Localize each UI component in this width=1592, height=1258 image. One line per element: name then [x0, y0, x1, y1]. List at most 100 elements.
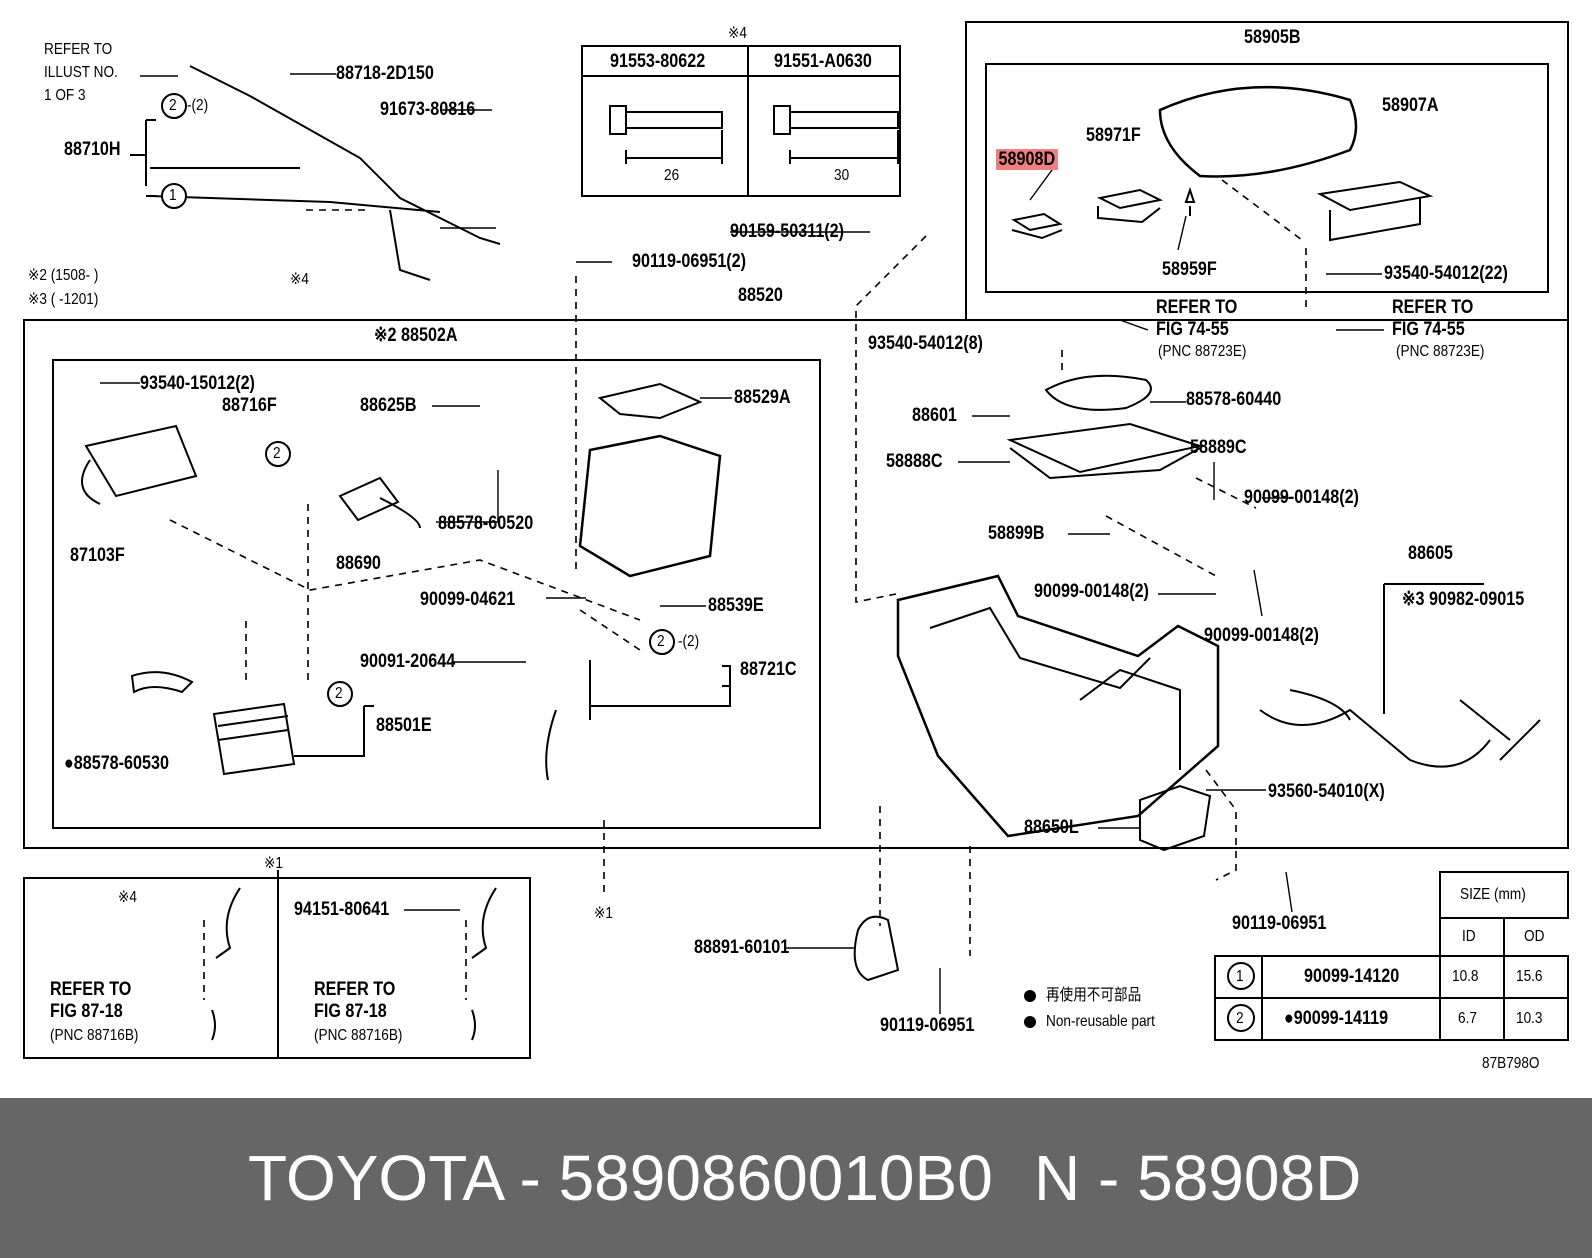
bolt-box [581, 45, 901, 197]
range-note: ※2 (1508- ) [28, 267, 99, 284]
part-label: 58905B [1244, 27, 1301, 48]
refer-note: FIG 87-18 [50, 1001, 123, 1022]
legend-jp: 再使用不可部品 [1046, 987, 1142, 1004]
mark-label: ※1 [594, 905, 613, 922]
part-label: 88690 [336, 553, 381, 574]
part-label: 88501E [376, 715, 432, 736]
part-label: 88605 [1408, 543, 1453, 564]
part-label: ※2 88502A [374, 325, 458, 346]
part-label: ●88578-60530 [64, 753, 169, 774]
refer-note: REFER TO [1156, 297, 1238, 318]
footer-brand-part-number: TOYOTA - 5890860010B0 [248, 1142, 993, 1214]
inner-frame-88502A [52, 359, 821, 829]
circle-num-2: 2 [169, 97, 177, 114]
part-label: 58959F [1162, 259, 1217, 280]
part-label: 91673-80816 [380, 99, 476, 120]
part-label: 88891-60101 [694, 937, 790, 958]
size-table-title: SIZE (mm) [1460, 886, 1526, 903]
part-label: 88529A [734, 387, 791, 408]
part-label: 91551-A0630 [774, 51, 872, 72]
part-label: 88625B [360, 395, 417, 416]
refer-note: REFER TO [50, 979, 132, 1000]
mark-label: ※1 [264, 855, 283, 872]
part-label: 58889C [1190, 437, 1247, 458]
part-label: 88578-60440 [1186, 389, 1282, 410]
dimension-label: 26 [664, 167, 680, 184]
part-label: 88716F [222, 395, 277, 416]
part-label: 90119-06951(2) [632, 251, 747, 272]
sub-box-right [277, 877, 531, 1059]
part-label: 58899B [988, 523, 1045, 544]
circle-num-2: 2 [657, 633, 665, 650]
refer-note: REFER TO [1392, 297, 1474, 318]
parts-diagram: 2 -(2) 1 2 2 2 -(2) REFER TO ILLUST NO. … [23, 21, 1569, 1072]
part-label: 87103F [70, 545, 125, 566]
part-label: 93560-54010(X) [1268, 781, 1385, 802]
highlighted-part-label[interactable]: 58908D [996, 149, 1058, 170]
part-label: 88721C [740, 659, 797, 680]
part-label: 90091-20644 [360, 651, 456, 672]
part-label: 93540-54012(8) [868, 333, 983, 354]
part-label: 90119-06951 [1232, 913, 1327, 934]
mark-label: ※4 [290, 271, 309, 288]
part-label: 91553-80622 [610, 51, 706, 72]
circle-num-2: 2 [273, 445, 281, 462]
part-label: 88650L [1024, 817, 1079, 838]
refer-note: REFER TO [314, 979, 396, 1000]
part-label: 90099-04621 [420, 589, 516, 610]
refer-note: REFER TO [44, 41, 113, 58]
part-label: 93540-15012(2) [140, 373, 255, 394]
footer-pnc: N - 58908D [1034, 1142, 1362, 1214]
part-label: 90119-06951 [880, 1015, 975, 1036]
refer-note: (PNC 88723E) [1396, 343, 1485, 360]
refer-note: (PNC 88723E) [1158, 343, 1247, 360]
diagram-linework [23, 21, 1569, 1059]
part-label: 58907A [1382, 95, 1439, 116]
size-table-col-id: ID [1462, 928, 1476, 945]
footer-bar: TOYOTA - 5890860010B0 N - 58908D [0, 1098, 1592, 1258]
part-label: 94151-80641 [294, 899, 390, 920]
size-table-id: 10.8 [1452, 968, 1479, 985]
size-table-od: 10.3 [1516, 1010, 1543, 1027]
refer-note: ILLUST NO. [44, 64, 118, 81]
size-table-id: 6.7 [1458, 1010, 1477, 1027]
part-label: 88601 [912, 405, 957, 426]
part-label: 90099-00148(2) [1244, 487, 1359, 508]
part-label: 88578-60520 [438, 513, 534, 534]
illustration-code: 87B798O [1482, 1055, 1540, 1072]
armrest-subframe [985, 63, 1549, 293]
size-table-part: 90099-14120 [1304, 966, 1400, 987]
qty-label: -(2) [678, 633, 700, 650]
part-label: 58971F [1086, 125, 1141, 146]
size-table-od: 15.6 [1516, 968, 1543, 985]
circle-num-2: 2 [335, 685, 343, 702]
part-label: 90099-00148(2) [1034, 581, 1149, 602]
part-label: 90099-00148(2) [1204, 625, 1319, 646]
mark-label: ※4 [118, 889, 137, 906]
refer-note: FIG 74-55 [1156, 319, 1229, 340]
part-label: 88710H [64, 139, 121, 160]
part-label: 88718-2D150 [336, 63, 434, 84]
range-note: ※3 ( -1201) [28, 291, 99, 308]
part-label: 88520 [738, 285, 783, 306]
dimension-label: 30 [834, 167, 850, 184]
refer-note: FIG 74-55 [1392, 319, 1465, 340]
size-table-idx: 1 [1236, 968, 1244, 985]
part-label: 88539E [708, 595, 764, 616]
refer-note: FIG 87-18 [314, 1001, 387, 1022]
refer-note: 1 OF 3 [44, 87, 86, 104]
part-label: 90159-50311(2) [730, 221, 845, 242]
refer-note: (PNC 88716B) [50, 1027, 139, 1044]
mark-label: ※4 [728, 25, 747, 42]
refer-note: (PNC 88716B) [314, 1027, 403, 1044]
part-label: 58888C [886, 451, 943, 472]
armrest-frame [965, 21, 1569, 320]
qty-label: -(2) [187, 97, 209, 114]
size-table-col-od: OD [1524, 928, 1545, 945]
size-table-idx: 2 [1236, 1010, 1244, 1027]
circle-num-1: 1 [169, 187, 177, 204]
legend-en: Non-reusable part [1046, 1013, 1155, 1030]
part-label: 93540-54012(22) [1384, 263, 1508, 284]
size-table-part: ●90099-14119 [1284, 1008, 1389, 1029]
part-label: ※3 90982-09015 [1402, 589, 1525, 610]
